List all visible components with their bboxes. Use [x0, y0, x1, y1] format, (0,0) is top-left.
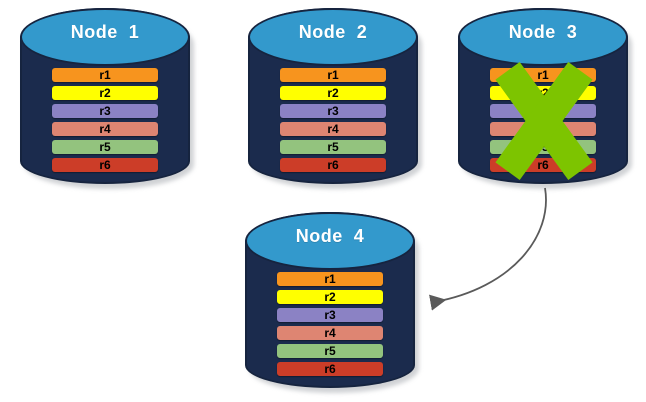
node-2[interactable]: Node 2 r1 r2 r3 r4 r5 r6 — [248, 8, 422, 189]
record-row[interactable]: r6 — [52, 158, 158, 172]
node-top-face — [248, 8, 418, 66]
record-label: r5 — [327, 140, 339, 154]
record-list: r1 r2 r3 r4 r5 r6 — [20, 68, 190, 172]
node-top-face — [458, 8, 628, 66]
record-row[interactable]: r3 — [52, 104, 158, 118]
record-label: r1 — [327, 68, 339, 82]
record-row[interactable]: r2 — [52, 86, 158, 100]
record-label: r6 — [99, 158, 111, 172]
node-title: Node 3 — [508, 22, 578, 42]
node-top-face — [245, 212, 415, 270]
record-row[interactable]: r2 — [280, 86, 386, 100]
record-label: r3 — [324, 308, 336, 322]
record-label: r1 — [324, 272, 336, 286]
record-row[interactable]: r3 — [277, 308, 383, 322]
record-row[interactable]: r1 — [52, 68, 158, 82]
node-top-face — [20, 8, 190, 66]
record-row[interactable]: r6 — [277, 362, 383, 376]
record-row[interactable]: r4 — [52, 122, 158, 136]
record-row[interactable]: r4 — [277, 326, 383, 340]
record-row[interactable]: r1 — [277, 272, 383, 286]
record-row[interactable]: r5 — [277, 344, 383, 358]
arrow-path — [429, 187, 547, 311]
record-list: r1 r2 r3 r4 r5 r6 — [248, 68, 418, 172]
record-label: r3 — [99, 104, 111, 118]
record-row[interactable]: r2 — [277, 290, 383, 304]
record-label: r6 — [327, 158, 339, 172]
record-row[interactable]: r4 — [280, 122, 386, 136]
record-label: r4 — [99, 122, 111, 136]
record-label: r6 — [324, 362, 336, 376]
record-list: r1 r2 r3 r4 r5 r6 — [245, 272, 415, 376]
node-3[interactable]: Node 3 r1 r2 r3 r4 r5 r6 — [458, 8, 632, 189]
node-title: Node 4 — [295, 226, 365, 246]
record-row[interactable]: r5 — [52, 140, 158, 154]
node-4[interactable]: Node 4 r1 r2 r3 r4 r5 r6 — [245, 212, 419, 393]
node-1[interactable]: Node 1 r1 r2 r3 r4 r5 r6 — [20, 8, 194, 189]
record-label: r5 — [99, 140, 111, 154]
record-label: r3 — [327, 104, 339, 118]
record-row[interactable]: r6 — [280, 158, 386, 172]
record-row[interactable]: r1 — [280, 68, 386, 82]
record-label: r4 — [327, 122, 339, 136]
record-row[interactable]: r5 — [280, 140, 386, 154]
node-title: Node 2 — [298, 22, 368, 42]
record-label: r2 — [99, 86, 111, 100]
node-title: Node 1 — [70, 22, 140, 42]
record-label: r5 — [324, 344, 336, 358]
record-label: r2 — [324, 290, 336, 304]
record-label: r4 — [324, 326, 336, 340]
record-label: r2 — [327, 86, 339, 100]
record-label: r1 — [99, 68, 111, 82]
record-row[interactable]: r3 — [280, 104, 386, 118]
